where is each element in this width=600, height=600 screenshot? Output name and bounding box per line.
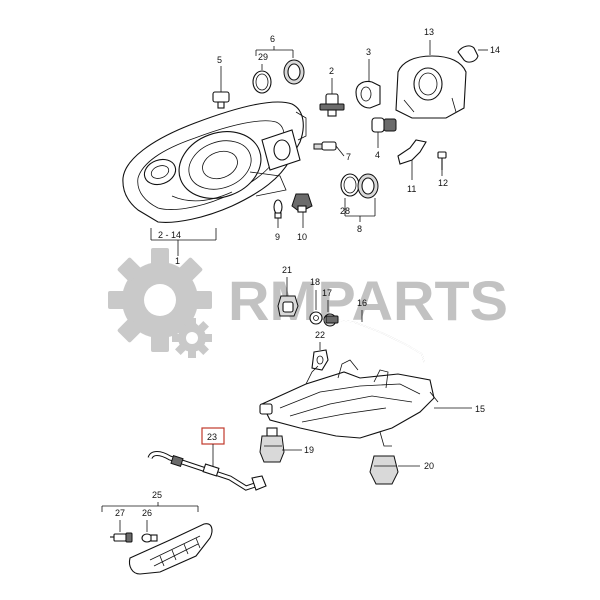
headlamp-housing [122, 101, 307, 223]
callout-3: 3 [366, 47, 371, 57]
callout-13: 13 [424, 27, 434, 37]
callout-17: 17 [322, 288, 332, 298]
callout-28: 28 [340, 206, 350, 216]
callout-16: 16 [357, 298, 367, 308]
part-10-socket: 10 [291, 193, 313, 242]
callout-27: 27 [115, 508, 125, 518]
part-15-frame: 15 [259, 359, 485, 447]
part-6-29-rings: 6 29 [252, 34, 305, 94]
part-8-28-rings: 28 8 [340, 173, 379, 234]
callout-21: 21 [282, 265, 292, 275]
part-21-grommet: 21 [277, 265, 299, 317]
callout-2: 2 [329, 66, 334, 76]
callout-11: 11 [407, 184, 416, 194]
callout-25: 25 [152, 490, 162, 500]
part-25-side-marker-group: 25 27 26 [101, 490, 213, 575]
part-2-bulb: 2 [319, 66, 345, 117]
part-23-hose: 23 [147, 427, 267, 491]
callout-10: 10 [297, 232, 307, 242]
callout-12: 12 [438, 178, 448, 188]
part-5-socket: 5 [212, 55, 230, 109]
part-19-mount: 19 [259, 427, 314, 463]
callout-20: 20 [424, 461, 434, 471]
part-7-socket: 7 [313, 141, 351, 162]
callout-4: 4 [375, 150, 380, 160]
callout-29: 29 [258, 52, 268, 62]
callout-9: 9 [275, 232, 280, 242]
part-22-clip: 22 [311, 330, 329, 371]
gear-icon [172, 318, 212, 358]
watermark-logo: RMPARTS [108, 248, 508, 358]
callout-6: 6 [270, 34, 275, 44]
part-13-cover: 13 [395, 27, 467, 119]
callout-26: 26 [142, 508, 152, 518]
callout-7: 7 [346, 152, 351, 162]
callout-1: 1 [175, 256, 180, 266]
callout-15: 15 [475, 404, 485, 414]
callout-19: 19 [304, 445, 314, 455]
part-14-cap: 14 [457, 45, 500, 63]
callout-8: 8 [357, 224, 362, 234]
part-11-adjuster: 11 [397, 139, 427, 194]
range-bracket-2-14: 2 - 14 1 [150, 228, 217, 266]
watermark-text: RMPARTS [228, 269, 508, 332]
callout-range-2-14: 2 - 14 [158, 230, 181, 240]
callout-22: 22 [315, 330, 325, 340]
part-3-clip: 3 [355, 47, 381, 109]
part-12-screw: 12 [437, 151, 448, 188]
part-4-bulb: 4 [371, 117, 397, 160]
part-20-mount: 20 [369, 455, 434, 485]
part-9-bulb: 9 [273, 199, 283, 242]
callout-14: 14 [490, 45, 500, 55]
callout-5: 5 [217, 55, 222, 65]
callout-18: 18 [310, 277, 320, 287]
part-16-rod: 16 [325, 298, 425, 363]
callout-23: 23 [207, 432, 217, 442]
